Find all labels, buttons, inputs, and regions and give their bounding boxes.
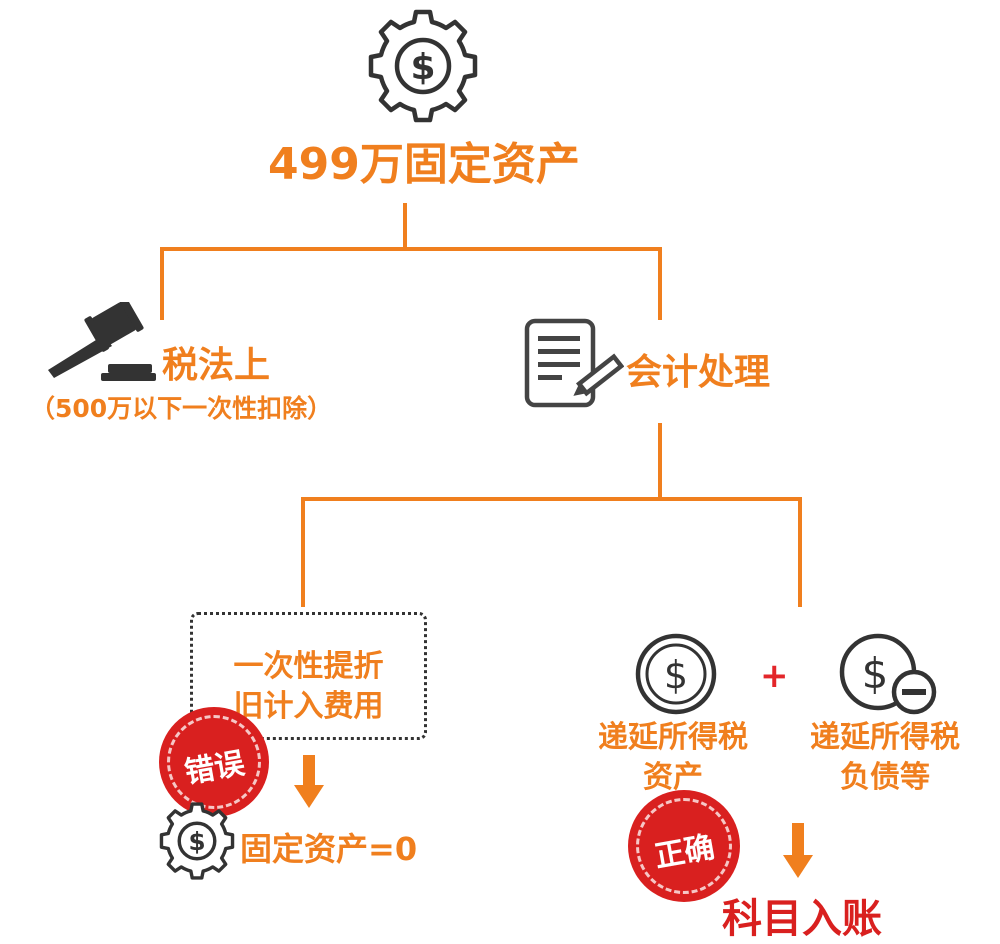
svg-text:$: $ <box>664 653 688 697</box>
deferred-tax-asset-line1: 递延所得税 <box>598 720 748 755</box>
wrong-arrow-head <box>294 785 324 808</box>
correct-stamp: 正确 <box>628 790 740 902</box>
wrong-stamp: 错误 <box>159 707 269 817</box>
wrong-method-box: 一次性提折 旧计入费用 <box>190 612 427 740</box>
wrong-arrow-shaft <box>303 755 315 787</box>
right-arrow-shaft <box>792 823 804 857</box>
wrong-box-line1: 一次性提折 <box>233 649 384 684</box>
deferred-tax-liability-line2: 负债等 <box>840 760 930 795</box>
tax-title: 税法上 <box>162 345 271 386</box>
dollar-gear-small-icon: $ <box>159 802 235 880</box>
tax-subtitle: （500万以下一次性扣除） <box>30 394 333 423</box>
wrong-result: 固定资产=0 <box>240 830 418 868</box>
dollar-coin-minus-icon: $ <box>839 633 937 715</box>
svg-text:$: $ <box>862 649 889 698</box>
dollar-gear-icon: $ <box>368 9 478 123</box>
right-arrow-head <box>783 855 813 878</box>
svg-text:$: $ <box>188 827 205 856</box>
root-title: 499万固定资产 <box>268 139 580 190</box>
accounting-title: 会计处理 <box>626 352 771 393</box>
wrong-box-line2: 旧计入费用 <box>233 689 384 724</box>
correct-result: 科目入账 <box>722 896 882 942</box>
document-pen-icon <box>524 318 624 408</box>
svg-text:$: $ <box>410 47 435 88</box>
deferred-tax-liability-line1: 递延所得税 <box>810 720 960 755</box>
deferred-tax-asset-line2: 资产 <box>643 760 703 795</box>
gavel-icon <box>48 302 156 381</box>
plus-sign: + <box>760 656 789 696</box>
dollar-coin-icon: $ <box>635 633 717 715</box>
